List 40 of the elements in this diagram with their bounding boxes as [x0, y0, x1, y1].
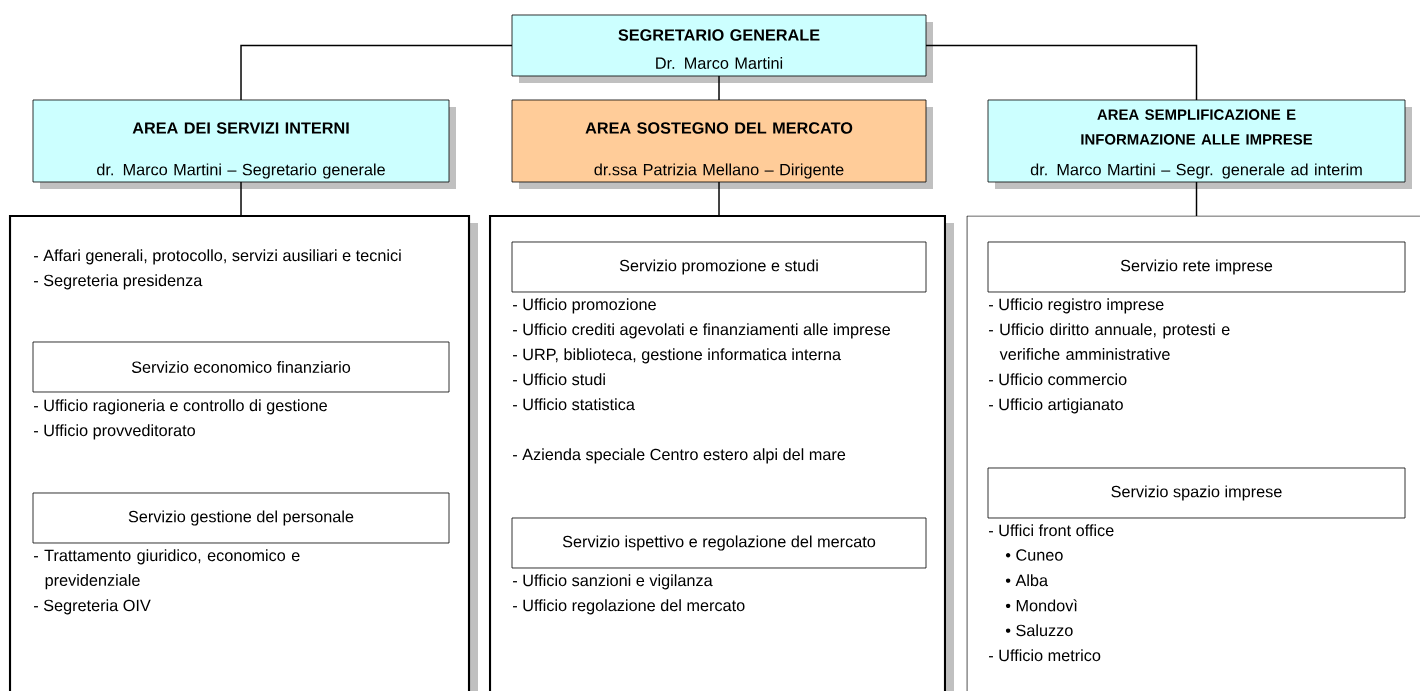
connector-line — [718, 75, 720, 101]
list-item: - Segreteria presidenza — [34, 274, 203, 290]
list-item: • Cuneo — [1005, 549, 1063, 561]
connector-line — [718, 181, 720, 217]
list-item: - URP, biblioteca, gestione informatica interna — [513, 348, 842, 364]
list-item: - Ufficio sanzioni e vigilanza — [513, 574, 713, 590]
list-item: - Ufficio crediti agevolati e finanziamenti alle imprese — [513, 323, 890, 339]
list-item: - Ufficio ragioneria e controllo di gestione — [34, 399, 327, 415]
connector-line — [240, 181, 242, 217]
list-item: • Mondovì — [1005, 599, 1077, 612]
list-item: - Uffici front office — [989, 524, 1114, 537]
service-box: Servizio economico finanziario — [32, 341, 450, 393]
list-item: - Affari generali, protocollo, servizi ausiliari e tecnici — [34, 249, 401, 265]
list-item: - Ufficio promozione — [513, 298, 656, 314]
org-box: AREA SEMPLIFICAZIONE E INFORMAZIONE ALLE IMPRESE dr. Marco Martini – Segr. generale ad interim — [987, 99, 1412, 189]
org-box: AREA DEI SERVIZI INTERNI dr. Marco Martini – Segretario generale — [32, 99, 456, 189]
list-item: - Ufficio provveditorato — [34, 424, 195, 440]
list-item: - Ufficio diritto annuale, protesti e verifiche amministrative — [989, 323, 1230, 360]
org-box: SEGRETARIO GENERALE Dr. Marco Martini — [511, 14, 933, 83]
connector-line — [240, 44, 513, 101]
list-item: - Ufficio statistica — [513, 398, 635, 411]
list-item: - Ufficio artigianato — [989, 398, 1123, 414]
list-item: • Saluzzo — [1005, 624, 1073, 637]
service-box: Servizio ispettivo e regolazione del mercato — [511, 517, 927, 569]
list-item: - Ufficio regolazione del mercato — [513, 599, 745, 615]
service-box: Servizio spazio imprese — [987, 467, 1406, 519]
list-item: - Ufficio registro imprese — [989, 298, 1164, 314]
service-box: Servizio rete imprese — [987, 241, 1406, 293]
list-item: - Azienda speciale Centro estero alpi del mare — [513, 448, 846, 464]
list-item: - Ufficio studi — [513, 373, 605, 386]
connector-line — [1195, 181, 1198, 217]
list-item: - Ufficio commercio — [989, 373, 1127, 386]
list-item: • Alba — [1005, 574, 1049, 587]
list-item: - Trattamento giuridico, economico e previdenziale — [34, 549, 300, 590]
service-box: Servizio gestione del personale — [32, 492, 450, 544]
org-box: AREA SOSTEGNO DEL MERCATO dr.ssa Patrizia Mellano – Dirigente — [511, 99, 933, 189]
connector-line — [925, 44, 1198, 101]
service-box: Servizio promozione e studi — [511, 241, 927, 293]
list-item: - Ufficio metrico — [989, 649, 1101, 662]
list-item: - Segreteria OIV — [34, 599, 151, 615]
